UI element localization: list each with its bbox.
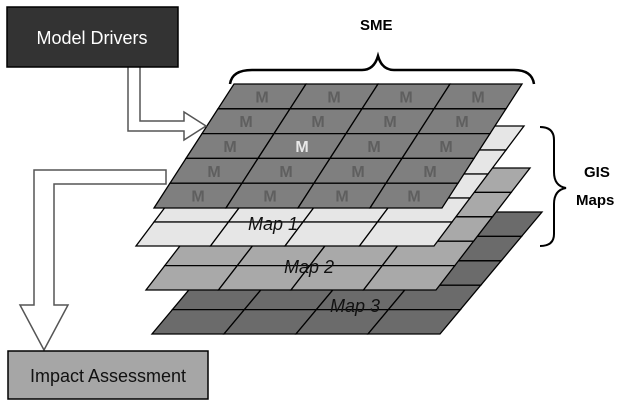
sme-to-impact-arrow — [18, 169, 167, 352]
sme-cell-symbol: M — [279, 164, 292, 181]
map3-cell — [366, 308, 462, 335]
sme-cell-symbol: M — [239, 114, 252, 131]
sme-cell-symbol: M — [367, 139, 380, 156]
model-drivers-label: Model Drivers — [36, 28, 147, 48]
sme-cell-symbol: M — [383, 114, 396, 131]
map2-label: Map 2 — [284, 257, 334, 277]
sme-cell-symbol: M — [399, 89, 412, 106]
map2-cell — [362, 264, 457, 291]
impact-assessment-label: Impact Assessment — [30, 366, 186, 386]
sme-cell-symbol: M — [191, 189, 204, 206]
sme-cell-symbol: M — [327, 89, 340, 106]
impact-assessment-box: Impact Assessment — [7, 350, 209, 400]
sme-cell-symbol: M — [455, 114, 468, 131]
map1-cell — [358, 221, 454, 247]
drivers-to-sme-arrow — [127, 65, 208, 142]
sme-cell-symbol: M — [471, 89, 484, 106]
maps-label: Maps — [576, 192, 614, 209]
sme-cell — [368, 182, 460, 209]
sme-label: SME — [360, 17, 393, 34]
gis-label: GIS — [584, 164, 610, 181]
map1-label: Map 1 — [248, 214, 298, 234]
sme-cell-symbol: M — [439, 139, 452, 156]
map3-label: Map 3 — [330, 296, 380, 316]
sme-cell-symbol: M — [223, 139, 236, 156]
sme-cell-symbol-highlighted: M — [295, 139, 308, 156]
sme-cell-symbol: M — [335, 189, 348, 206]
sme-cell-symbol: M — [423, 164, 436, 181]
sme-cell-symbol: M — [263, 189, 276, 206]
sme-cell-symbol: M — [255, 89, 268, 106]
sme-cell-symbol: M — [407, 189, 420, 206]
gis-brace — [539, 126, 567, 247]
model-drivers-box: Model Drivers — [6, 6, 179, 68]
sme-brace — [228, 51, 536, 85]
sme-cell-symbol: M — [207, 164, 220, 181]
sme-cell-symbol: M — [311, 114, 324, 131]
sme-cell-symbol: M — [351, 164, 364, 181]
sme-grid — [152, 83, 524, 209]
